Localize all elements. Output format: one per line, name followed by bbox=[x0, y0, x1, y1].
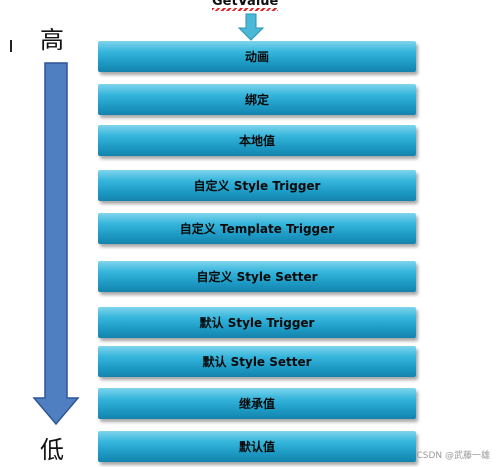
layer-box-custom-style-trigger: 自定义 Style Trigger bbox=[98, 170, 416, 201]
text-cursor-mark bbox=[10, 40, 12, 52]
layer-box-inherited-value: 继承值 bbox=[98, 388, 416, 419]
diagram-title-text: GetValue bbox=[212, 0, 279, 9]
layer-box-default-style-trigger: 默认 Style Trigger bbox=[98, 307, 416, 338]
entry-arrow bbox=[237, 13, 265, 41]
layer-box-animation: 动画 bbox=[98, 41, 416, 72]
watermark: CSDN @武藤一雄 bbox=[416, 451, 490, 461]
diagram-title: GetValue bbox=[212, 0, 279, 11]
layer-box-default-style-setter: 默认 Style Setter bbox=[98, 346, 416, 377]
priority-arrow bbox=[32, 62, 80, 426]
spellcheck-underline bbox=[212, 8, 279, 11]
priority-low-label: 低 bbox=[40, 436, 64, 464]
layer-box-local-value: 本地值 bbox=[98, 125, 416, 156]
priority-high-label: 高 bbox=[40, 26, 64, 54]
layer-box-custom-style-setter: 自定义 Style Setter bbox=[98, 261, 416, 292]
layer-box-binding: 绑定 bbox=[98, 84, 416, 115]
layer-box-default-value: 默认值 bbox=[98, 431, 416, 462]
layer-box-custom-template-trigger: 自定义 Template Trigger bbox=[98, 213, 416, 244]
